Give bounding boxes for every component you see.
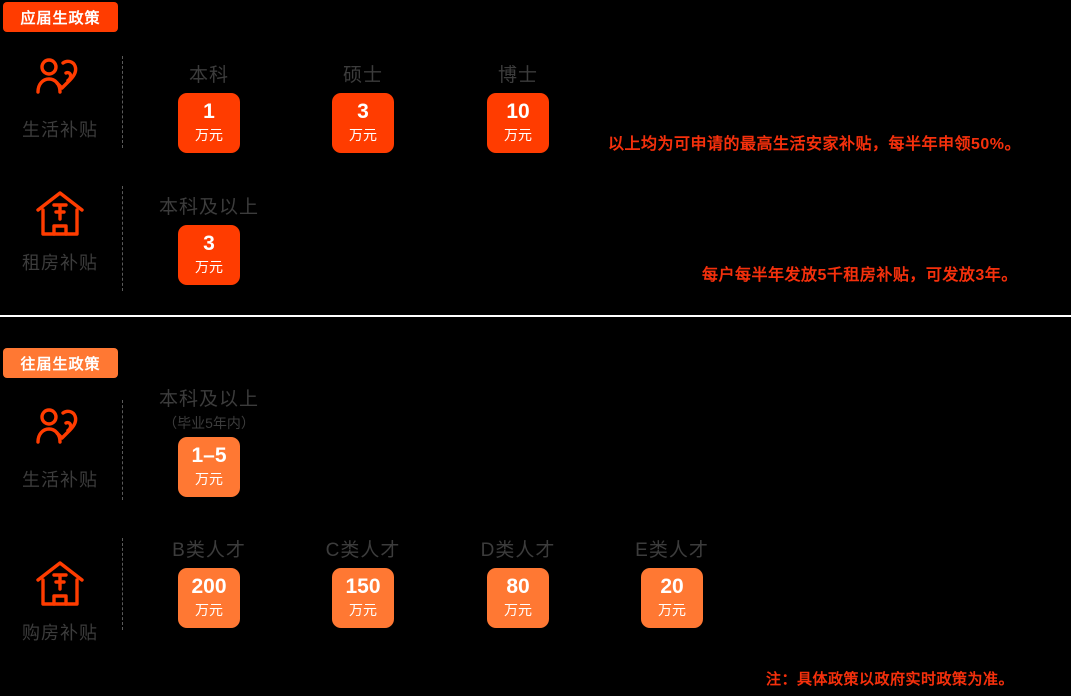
- amount-chip: 10 万元: [487, 93, 549, 153]
- house-yuan-icon: [32, 558, 88, 610]
- footnote: 注：具体政策以政府实时政策为准。: [766, 671, 1015, 688]
- amount-unit: 万元: [349, 127, 377, 144]
- value-column-bachelor-and-above-living: 本科及以上 （毕业5年内） 1–5 万元: [159, 389, 258, 497]
- value-column-bachelor: 本科 1 万元: [178, 65, 240, 153]
- amount-unit: 万元: [195, 602, 223, 619]
- value-column-talent-d: D类人才 80 万元: [481, 540, 554, 628]
- value-column-talent-c: C类人才 150 万元: [326, 540, 399, 628]
- column-title: D类人才: [480, 540, 556, 561]
- amount-value: 200: [191, 574, 227, 598]
- column-title: 本科及以上: [158, 197, 260, 218]
- column-title: B类人才: [172, 540, 246, 561]
- column-separator-dashed: [122, 56, 123, 148]
- column-title: 本科: [188, 65, 230, 86]
- value-column-master: 硕士 3 万元: [332, 65, 394, 153]
- column-separator-dashed: [122, 186, 123, 291]
- category-living-subsidy-fresh: 生活补贴: [0, 55, 120, 142]
- amount-value: 80: [506, 574, 530, 598]
- person-heart-icon: [32, 55, 88, 107]
- person-heart-icon: [32, 405, 88, 457]
- amount-unit: 万元: [658, 602, 686, 619]
- note-living-subsidy: 以上均为可申请的最高生活安家补贴，每半年申领50%。: [608, 136, 1022, 153]
- amount-chip: 150 万元: [332, 568, 394, 628]
- column-title: 本科及以上: [158, 389, 260, 410]
- amount-value: 3: [203, 231, 215, 255]
- section-divider: [0, 315, 1071, 317]
- note-rent-subsidy: 每户每半年发放5千租房补贴，可发放3年。: [702, 267, 1018, 284]
- amount-unit: 万元: [195, 259, 223, 276]
- amount-value: 1–5: [191, 443, 227, 467]
- amount-chip: 1 万元: [178, 93, 240, 153]
- amount-unit: 万元: [195, 127, 223, 144]
- column-separator-dashed: [122, 538, 123, 630]
- amount-unit: 万元: [504, 602, 532, 619]
- category-living-subsidy-past: 生活补贴: [0, 405, 120, 492]
- value-column-talent-b: B类人才 200 万元: [172, 540, 245, 628]
- value-column-talent-e: E类人才 20 万元: [635, 540, 708, 628]
- amount-chip: 3 万元: [178, 225, 240, 285]
- amount-chip: 200 万元: [178, 568, 240, 628]
- amount-value: 20: [660, 574, 684, 598]
- value-column-doctor: 博士 10 万元: [487, 65, 549, 153]
- amount-value: 1: [203, 99, 215, 123]
- amount-chip: 1–5 万元: [178, 437, 240, 497]
- category-home-purchase-subsidy: 购房补贴: [0, 558, 120, 645]
- column-subtitle: （毕业5年内）: [163, 415, 255, 431]
- value-column-bachelor-and-above-rent: 本科及以上 3 万元: [159, 197, 258, 285]
- amount-chip: 20 万元: [641, 568, 703, 628]
- section-badge-fresh-graduate: 应届生政策: [3, 2, 118, 32]
- section-badge-past-graduate: 往届生政策: [3, 348, 118, 378]
- amount-unit: 万元: [504, 127, 532, 144]
- column-title: E类人才: [635, 540, 709, 561]
- column-title: C类人才: [325, 540, 401, 561]
- amount-value: 3: [357, 99, 369, 123]
- amount-value: 150: [345, 574, 381, 598]
- column-title: 硕士: [342, 65, 384, 86]
- category-label: 生活补贴: [22, 470, 98, 490]
- amount-unit: 万元: [349, 602, 377, 619]
- amount-chip: 3 万元: [332, 93, 394, 153]
- house-yuan-icon: [32, 188, 88, 240]
- amount-value: 10: [506, 99, 530, 123]
- category-label: 购房补贴: [22, 623, 98, 643]
- category-label: 租房补贴: [22, 253, 98, 273]
- category-rent-subsidy: 租房补贴: [0, 188, 120, 275]
- column-title: 博士: [497, 65, 539, 86]
- amount-unit: 万元: [195, 471, 223, 488]
- amount-chip: 80 万元: [487, 568, 549, 628]
- column-separator-dashed: [122, 400, 123, 500]
- category-label: 生活补贴: [22, 120, 98, 140]
